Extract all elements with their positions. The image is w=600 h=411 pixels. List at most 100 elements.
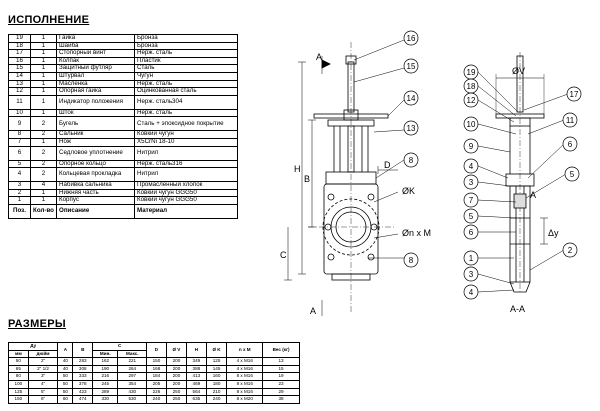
callout-bubble: 2 — [562, 242, 578, 258]
callout-bubble: 11 — [562, 112, 578, 128]
callout-bubble: 4 — [463, 284, 479, 300]
col-pos: Поз. — [8, 203, 31, 219]
section-title-dimensions: РАЗМЕРЫ — [8, 318, 66, 330]
dims-cell: 264 — [117, 364, 148, 374]
dims-cell: 200 — [165, 379, 188, 389]
parts-cell-qty: 1 — [30, 71, 57, 81]
parts-cell-pos: 7 — [8, 137, 31, 147]
parts-cell-qty: 1 — [30, 87, 57, 96]
parts-cell-mat: Нитрил — [134, 167, 238, 183]
parts-cell-mat: Нерж. сталь304 — [134, 94, 238, 110]
parts-cell-desc: Гайка — [56, 34, 135, 43]
dims-cell: 564 — [186, 387, 207, 397]
parts-cell-pos: 6 — [8, 145, 31, 161]
callout-bubble: 3 — [463, 174, 479, 190]
dims-cell: 162 — [92, 357, 119, 366]
dims-cell: 6" — [27, 395, 59, 404]
callout-number: 3 — [469, 178, 474, 187]
label-dim-dy: Δy — [548, 228, 559, 238]
dims-cell: 210 — [205, 387, 228, 397]
callout-bubble: 9 — [463, 138, 479, 154]
callout-number: 10 — [467, 120, 476, 129]
dims-cell: 29 — [262, 387, 300, 397]
parts-cell-desc: Опорное кольцо — [56, 159, 135, 169]
parts-cell-pos: 5 — [8, 159, 31, 169]
dims-cell: 50 — [57, 379, 74, 389]
callout-number: 11 — [566, 116, 575, 125]
label-dim-v: ØV — [512, 66, 525, 76]
section-title-execution: ИСПОЛНЕНИЕ — [8, 14, 90, 26]
dims-cell: 226 — [146, 387, 167, 397]
parts-cell-qty: 2 — [30, 167, 57, 183]
dims-cell: 413 — [186, 372, 207, 381]
parts-cell-mat: Бронза — [134, 34, 238, 43]
label-dim-h: H — [294, 164, 301, 174]
dims-cell: 289 — [92, 387, 119, 397]
parts-cell-desc: Кольцевая прокладка — [56, 167, 135, 183]
dims-cell: 125 — [8, 387, 29, 397]
parts-cell-pos: 1 — [8, 196, 31, 205]
label-dim-c: C — [280, 250, 287, 260]
callout-bubble: 1 — [463, 250, 479, 266]
dims-cell: 216 — [92, 372, 119, 381]
callout-bubble: 16 — [403, 30, 419, 46]
parts-cell-pos: 12 — [8, 87, 31, 96]
dims-cell: 19 — [262, 372, 300, 381]
dims-cell: 474 — [72, 395, 94, 404]
label-section-a-top: A — [316, 52, 322, 62]
parts-cell-pos: 19 — [8, 34, 31, 43]
dims-cell: 80 — [8, 372, 29, 381]
callout-number: 6 — [469, 228, 474, 237]
dims-cell: 2" 1/2 — [27, 364, 59, 374]
dims-cell: 200 — [165, 357, 188, 366]
dims-cell: 349 — [186, 357, 207, 366]
label-dim-b: B — [304, 174, 310, 184]
callout-number: 12 — [467, 96, 476, 105]
parts-cell-desc: Штурвал — [56, 71, 135, 81]
dims-cell: 8 x M16 — [226, 387, 264, 397]
dims-cell: 190 — [92, 364, 119, 374]
dims-cell: 125 — [205, 357, 228, 366]
parts-cell-qty: 2 — [30, 116, 57, 132]
parts-cell-qty: 1 — [30, 137, 57, 147]
callout-bubble: 4 — [463, 158, 479, 174]
callout-number: 4 — [469, 288, 474, 297]
dimensions-table: Ду A B C D Ø V H Ø K n x M Вес (кг) мм д… — [7, 341, 300, 404]
dims-cell: 168 — [146, 364, 167, 374]
callout-number: 8 — [409, 156, 414, 165]
dims-cell: 8 x M20 — [226, 395, 264, 404]
dims-cell: 13 — [262, 357, 300, 366]
callout-number: 4 — [469, 162, 474, 171]
parts-cell-qty: 1 — [30, 34, 57, 43]
parts-cell-qty: 1 — [30, 94, 57, 110]
col-h: H — [186, 341, 207, 359]
parts-cell-desc: Шток — [56, 108, 135, 118]
dims-cell: 4" — [27, 379, 59, 389]
dims-cell: 3" — [27, 372, 59, 381]
col-du-mm: мм — [8, 349, 29, 359]
callout-bubble: 8 — [403, 252, 419, 268]
callout-number: 5 — [469, 212, 474, 221]
label-dim-d: D — [384, 160, 391, 170]
parts-cell-desc: Седловое уплотнение — [56, 145, 135, 161]
dims-cell: 388 — [186, 364, 207, 374]
label-section-a-side: A — [530, 190, 536, 200]
dims-cell: 160 — [205, 372, 228, 381]
dims-cell: 150 — [146, 357, 167, 366]
dims-cell: 23 — [262, 379, 300, 389]
parts-cell-pos: 11 — [8, 94, 31, 110]
col-du: Ду — [7, 342, 59, 351]
col-du-inch: дюйм — [27, 349, 59, 359]
dims-cell: 145 — [205, 364, 228, 374]
callout-bubble: 15 — [403, 58, 419, 74]
